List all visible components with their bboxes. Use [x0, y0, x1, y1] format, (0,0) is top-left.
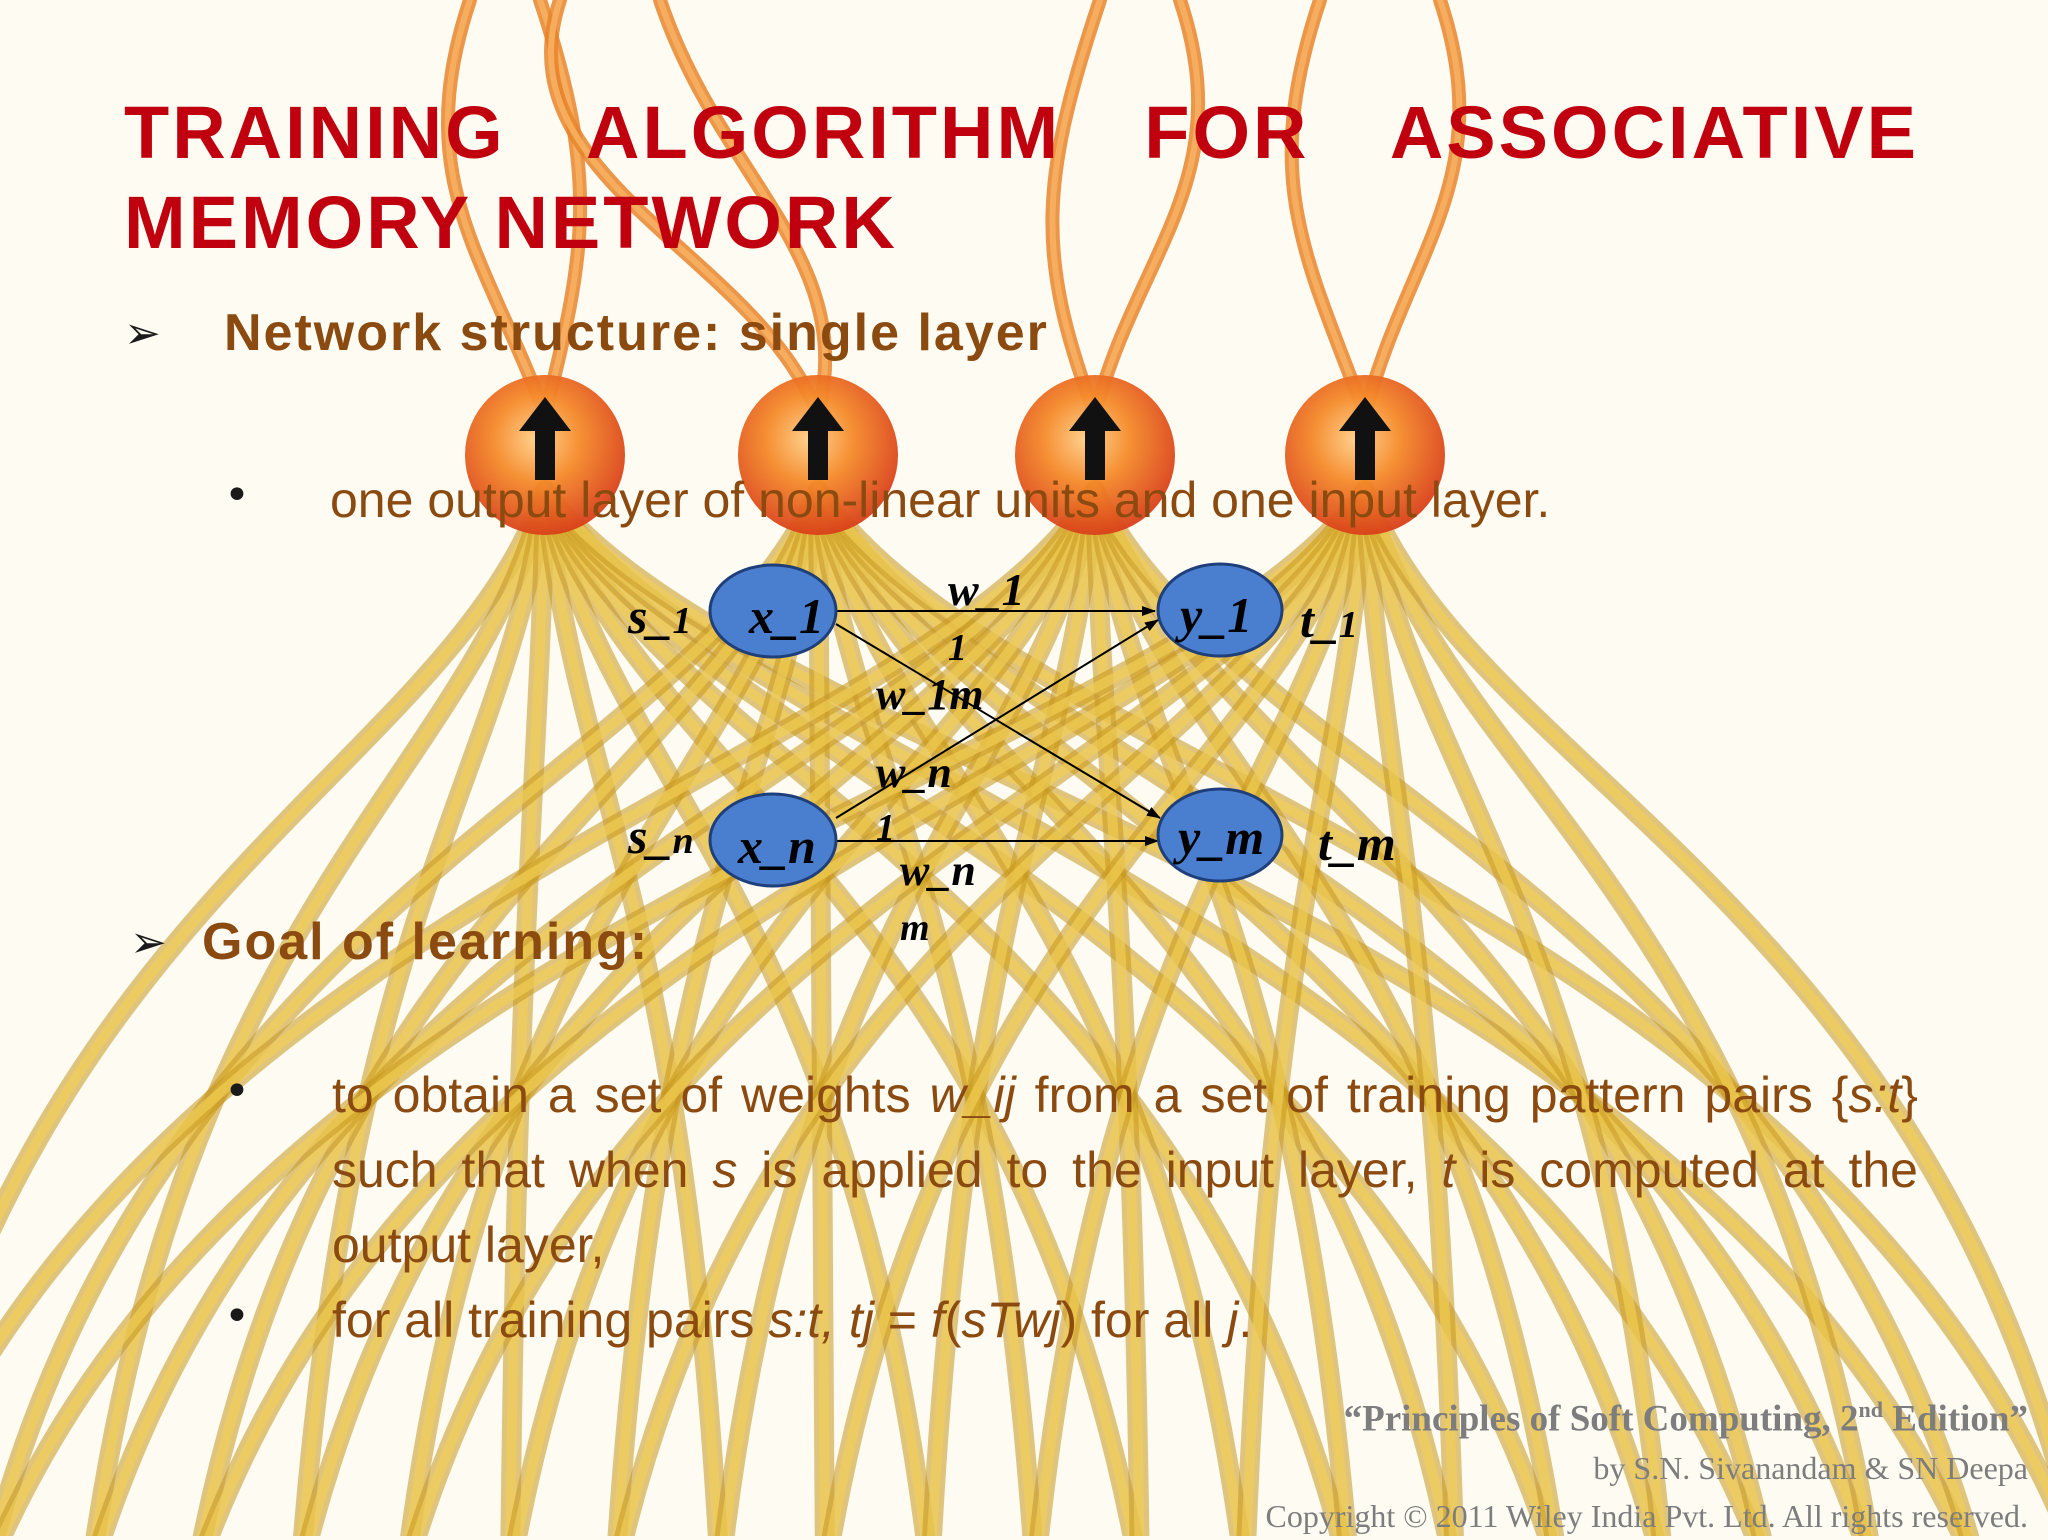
nerve-fibre	[1362, 0, 1463, 418]
bullet-dot-icon: •	[224, 1066, 250, 1117]
nerve-fibre	[1034, 485, 1370, 1536]
up-arrow-icon	[1069, 397, 1121, 480]
citation-book-title: “Principles of Soft Computing, 2nd Editi…	[1266, 1385, 2029, 1444]
goal-point-all-pairs-b: s:t, tj	[768, 1292, 874, 1348]
goal-point-weights-h: t	[1441, 1142, 1456, 1198]
node-label-xn: x_n	[737, 818, 816, 874]
input-node-x1	[708, 563, 838, 659]
goal-point-all-pairs-f: sTwj	[961, 1292, 1061, 1348]
input-pattern-s1: s_1	[627, 588, 691, 644]
input-pattern-sn-sub: n	[672, 820, 693, 862]
goal-point-all-pairs-c: =	[873, 1292, 931, 1348]
nerve-fibre	[1360, 485, 1874, 1536]
nerve-fibre	[1049, 0, 1103, 418]
goal-point-all-pairs-a: for all training pairs	[332, 1292, 769, 1348]
arrow-bullet-icon: ➢	[130, 917, 167, 968]
nerve-fibre	[1241, 485, 1370, 1536]
weight-label-w11-b: 1	[948, 627, 967, 669]
citation-open-quote: “	[1343, 1398, 1363, 1440]
goal-point-weights-c: from a set of training pattern pairs {	[1015, 1067, 1849, 1123]
connection-x1-ym	[835, 623, 1161, 819]
network-structure-heading: Network structure: single layer	[224, 304, 1049, 362]
nerve-fibre	[1092, 0, 1202, 418]
goal-point-weights-d: s:t	[1848, 1067, 1902, 1123]
node-label-y1: y_1	[1175, 587, 1252, 643]
goal-point-weights: to obtain a set of weights w_ij from a s…	[332, 1058, 1918, 1283]
neuron-body-icon	[1285, 375, 1445, 535]
citation-edition-sup: nd	[1858, 1397, 1884, 1422]
input-pattern-s1-main: s_	[627, 588, 672, 644]
citation-copyright: Copyright © 2011 Wiley India Pvt. Ltd. A…	[1265, 1498, 2029, 1535]
up-arrow-icon	[1339, 397, 1391, 480]
up-arrow-icon	[519, 397, 571, 480]
goal-point-all-pairs-e: (	[944, 1292, 962, 1348]
nerve-fibre	[548, 0, 821, 418]
node-label-x1: x_1	[748, 588, 824, 644]
nerve-fibre	[1360, 485, 1667, 1536]
connection-xn-y1	[835, 619, 1159, 819]
output-node-ym	[1156, 787, 1284, 883]
target-pattern-tm: t_m	[1318, 815, 1396, 871]
arrow-bullet-icon: ➢	[124, 308, 161, 359]
node-label-ym: y_m	[1173, 809, 1264, 865]
input-pattern-sn: s_n	[627, 808, 694, 864]
nerve-fibre	[537, 0, 584, 418]
goal-point-all-pairs: for all training pairs s:t, tj = f(sTwj)…	[332, 1283, 1918, 1358]
citation-block: “Principles of Soft Computing, 2nd Editi…	[1266, 1385, 2029, 1540]
goal-point-all-pairs-g: ) for all	[1060, 1292, 1228, 1348]
slide-title: TRAINING ALGORITHM FOR ASSOCIATIVE MEMOR…	[124, 91, 1919, 264]
goal-of-learning-points: to obtain a set of weights w_ij from a s…	[332, 1058, 1918, 1358]
goal-point-all-pairs-h: j	[1227, 1292, 1239, 1348]
target-pattern-t1-sub: 1	[1339, 604, 1358, 646]
target-pattern-t1-main: t_	[1300, 592, 1339, 648]
citation-book-name: Principles of Soft Computing, 2	[1362, 1398, 1859, 1440]
weight-label-w11-a: w_1	[948, 564, 1025, 615]
goal-point-weights-e: } such that when	[332, 1067, 1918, 1198]
nerve-fibre	[1090, 485, 1560, 1536]
citation-authors: by S.N. Sivanandam & SN Deepa	[1593, 1450, 2028, 1487]
goal-point-weights-i: is computed at the output layer,	[332, 1142, 1918, 1273]
nerve-fibre	[0, 485, 550, 1224]
goal-point-all-pairs-i: .	[1238, 1292, 1253, 1348]
weight-label-wnm-a: w_n	[900, 846, 976, 895]
weight-label-wn1-b: 1	[876, 807, 895, 849]
input-node-xn	[708, 792, 838, 888]
goal-point-weights-b: w_ij	[929, 1067, 1016, 1123]
neuron-body-icon	[738, 375, 898, 535]
goal-point-all-pairs-d: f	[930, 1292, 945, 1348]
goal-point-weights-f: s	[712, 1142, 738, 1198]
citation-close-quote: ”	[2009, 1398, 2029, 1440]
input-pattern-s1-sub: 1	[672, 600, 691, 642]
nerve-fibre	[1288, 0, 1368, 418]
bullet-dot-icon: •	[224, 470, 250, 521]
nerve-fibre	[1360, 485, 2048, 1453]
goal-point-weights-g: is applied to the input layer,	[737, 1142, 1442, 1198]
weight-label-wn1-a: w_n	[876, 748, 952, 797]
nerve-fibre	[657, 0, 829, 418]
output-node-y1	[1156, 562, 1284, 658]
nerve-fibre	[619, 485, 1370, 1536]
input-pattern-sn-main: s_	[627, 808, 672, 864]
weight-label-wnm-b: m	[900, 907, 930, 949]
goal-of-learning-heading: Goal of learning:	[202, 913, 650, 971]
nerve-fibre	[444, 0, 548, 418]
weight-label-w1m: w_1m	[876, 670, 984, 719]
nerve-fibre	[1090, 485, 1352, 1536]
bullet-dot-icon: •	[224, 1291, 250, 1342]
goal-point-weights-a: to obtain a set of weights	[332, 1067, 930, 1123]
target-pattern-t1: t_1	[1300, 592, 1358, 648]
neuron-body-icon	[465, 375, 625, 535]
neuron-body-icon	[1015, 375, 1175, 535]
up-arrow-icon	[792, 397, 844, 480]
nerve-fibre	[1360, 485, 1459, 1536]
network-structure-point: one output layer of non-linear units and…	[330, 472, 1551, 528]
citation-book-edition: Edition	[1883, 1398, 2010, 1440]
nerve-fibre	[826, 485, 1370, 1536]
